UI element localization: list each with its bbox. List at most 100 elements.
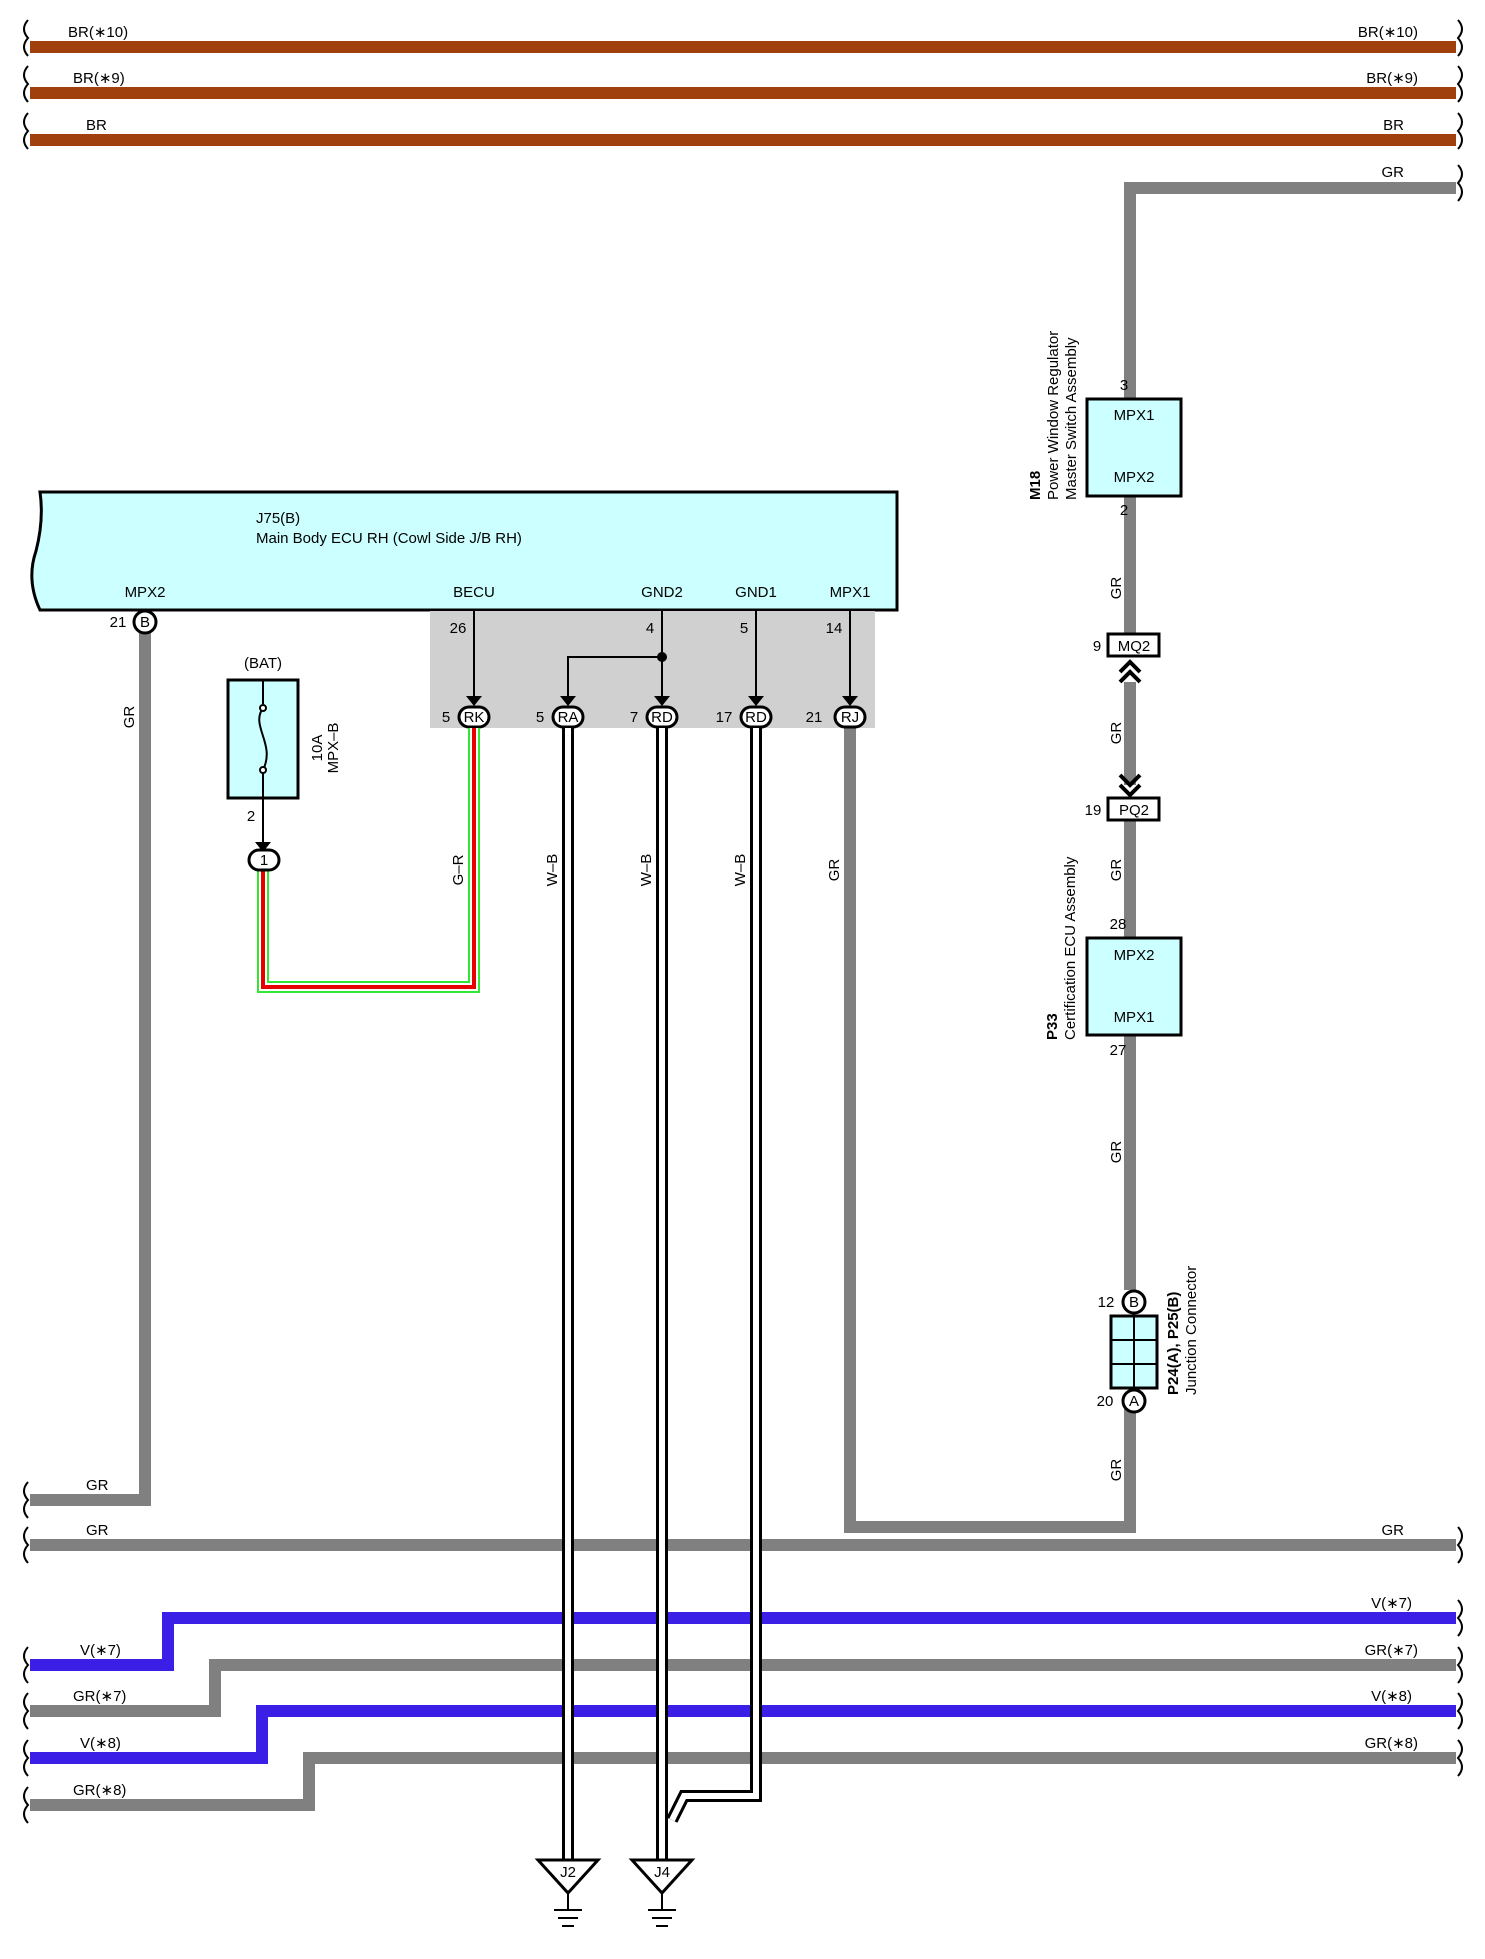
wire-label-mpx2: GR: [121, 706, 138, 729]
top-right-label-1: BR(∗10): [1358, 24, 1418, 41]
ecu-pin-mpx2-conn: B 21: [110, 609, 158, 635]
wire-gr-7: [30, 1659, 1456, 1717]
top-right-label-2: BR(∗9): [1366, 70, 1418, 87]
p33-code: P33: [1044, 1013, 1061, 1040]
bottom-left-label-5: V(∗8): [80, 1735, 121, 1752]
arrowheads: [466, 696, 858, 706]
fuse-name: MPX–B: [325, 723, 342, 774]
connector-rd-17: RD 17: [716, 705, 773, 729]
ecu-term-gnd1: GND1: [735, 584, 777, 601]
connector-ra: RA 5: [536, 705, 585, 729]
svg-text:RD: RD: [745, 709, 767, 726]
fuse-mpx-b: (BAT) 10A MPX–B 2: [226, 655, 342, 852]
component-m18: MPX1 MPX2 3 2 M18 Power Window Regulator…: [1027, 331, 1183, 519]
bottom-left-label-3: V(∗7): [80, 1642, 121, 1659]
p33-body: [1085, 936, 1183, 1037]
top-left-label-3: BR: [86, 117, 107, 134]
wire-label-right-2: GR: [1108, 722, 1125, 745]
svg-text:7: 7: [630, 709, 638, 726]
wire-label-right-1: GR: [1108, 577, 1125, 600]
connector-rd-7: RD 7: [630, 705, 679, 729]
fuse-source: (BAT): [244, 655, 282, 672]
wire-v-7: [30, 1612, 1456, 1671]
svg-text:19: 19: [1085, 802, 1102, 819]
ecu-term-gnd2: GND2: [641, 584, 683, 601]
wire-label-gnd-c: W–B: [732, 854, 749, 887]
ecu-pin-becu: 26: [450, 620, 467, 637]
ecu-term-mpx2: MPX2: [125, 584, 166, 601]
wire-label-right-4: GR: [1108, 1141, 1125, 1164]
fuse-connector-1: 1: [247, 848, 281, 872]
wire-label-becu: G–R: [450, 854, 467, 885]
svg-text:21: 21: [110, 614, 127, 631]
ecu-pin-mpx1: 14: [826, 620, 843, 637]
fuse-pin: 2: [247, 808, 255, 825]
wire-gr-8: [30, 1752, 1456, 1811]
m18-code: M18: [1027, 471, 1044, 500]
ecu-pin-gnd1: 5: [740, 620, 748, 637]
wire-label-mpx1: GR: [826, 859, 843, 882]
bottom-left-label-2: GR: [86, 1522, 109, 1539]
svg-text:RA: RA: [558, 709, 579, 726]
svg-text:9: 9: [1093, 638, 1101, 655]
bottom-left-label-1: GR: [86, 1477, 109, 1494]
ground-wires-overlay: [562, 1530, 762, 1860]
wire-gr-mpx2: [30, 633, 151, 1506]
wire-label-gnd-a: W–B: [544, 854, 561, 887]
svg-text:PQ2: PQ2: [1119, 802, 1149, 819]
ground-j2-triangle: [534, 1858, 602, 1896]
ground-j2-label: J2: [560, 1864, 576, 1881]
connector-pills: RK 5 RA 5 RD 7 RD 17 RJ 21: [442, 705, 867, 729]
svg-text:1: 1: [260, 852, 268, 869]
wire-g-r: [257, 728, 480, 993]
svg-text:12: 12: [1098, 1294, 1115, 1311]
connector-rj: RJ 21: [806, 705, 867, 729]
junction-code: P24(A), P25(B): [1165, 1292, 1182, 1395]
fuse-rating: 10A: [309, 735, 326, 762]
ecu-pin-gnd2: 4: [646, 620, 654, 637]
ecu-name: Main Body ECU RH (Cowl Side J/B RH): [256, 530, 522, 547]
svg-text:MPX1: MPX1: [1114, 407, 1155, 424]
top-left-label-1: BR(∗10): [68, 24, 128, 41]
top-harness: BR(∗10) BR(∗9) BR BR(∗10) BR(∗9) BR GR: [23, 19, 1463, 202]
ecu-term-mpx1: MPX1: [830, 584, 871, 601]
ecu-j75: J75(B) Main Body ECU RH (Cowl Side J/B R…: [30, 490, 899, 612]
top-right-label-3: BR: [1383, 117, 1404, 134]
top-right-label-4: GR: [1382, 164, 1405, 181]
svg-text:RJ: RJ: [841, 709, 859, 726]
right-gr-circuit: [844, 182, 1456, 1533]
p33-pin-top: 28: [1110, 916, 1127, 933]
wire-v-8: [30, 1705, 1456, 1764]
svg-text:5: 5: [536, 709, 544, 726]
wire-gr-junction-mpx1: [844, 722, 1136, 1533]
svg-text:B: B: [1129, 1294, 1139, 1311]
wire-label-right-3: GR: [1108, 859, 1125, 882]
bottom-left-label-6: GR(∗8): [73, 1782, 126, 1799]
svg-text:MPX2: MPX2: [1114, 947, 1155, 964]
svg-text:20: 20: [1097, 1393, 1114, 1410]
connector-pq2: PQ2 19: [1085, 773, 1161, 822]
svg-text:MQ2: MQ2: [1118, 638, 1151, 655]
junction-name: Junction Connector: [1183, 1266, 1200, 1395]
m18-pin-top: 3: [1120, 377, 1128, 394]
svg-text:17: 17: [716, 709, 733, 726]
p33-name: Certification ECU Assembly: [1062, 856, 1079, 1040]
wire-label-right-5: GR: [1108, 1459, 1125, 1482]
bottom-right-label-1: GR: [1382, 1522, 1405, 1539]
svg-text:RD: RD: [651, 709, 673, 726]
junction-connector: B 12 A 20 P24(A), P25(B) Junction Connec…: [1097, 1266, 1200, 1414]
bottom-right-label-5: GR(∗8): [1365, 1735, 1418, 1752]
splice-dot: [657, 652, 667, 662]
m18-body: [1085, 397, 1183, 498]
svg-text:B: B: [140, 614, 150, 631]
connector-mq2: MQ2 9: [1093, 632, 1161, 684]
connector-rk: RK 5: [442, 705, 491, 729]
svg-text:5: 5: [442, 709, 450, 726]
svg-text:RK: RK: [464, 709, 485, 726]
fuse-element: [258, 707, 268, 771]
ecu-term-becu: BECU: [453, 584, 495, 601]
m18-pin-bottom: 2: [1120, 502, 1128, 519]
ecu-body: [30, 490, 899, 612]
svg-text:MPX2: MPX2: [1114, 469, 1155, 486]
